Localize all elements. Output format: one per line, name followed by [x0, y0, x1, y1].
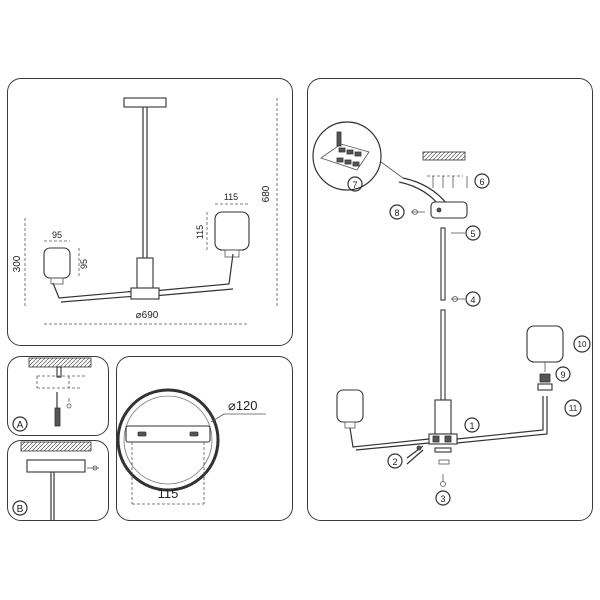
svg-text:8: 8	[394, 208, 399, 218]
svg-text:7: 7	[352, 180, 357, 190]
canopy	[123, 97, 167, 108]
assembly-left-shade	[336, 389, 364, 423]
height-label: 680	[261, 185, 272, 202]
svg-text:5: 5	[470, 229, 475, 239]
hole-spacing-label: 115	[158, 486, 179, 501]
mounting-b-drawing: B	[12, 441, 99, 520]
svg-text:10: 10	[578, 340, 587, 349]
canopy-detail-panel	[116, 356, 293, 521]
assembly-left-arm	[349, 427, 430, 448]
callout-7: 7	[347, 176, 363, 192]
left-arm	[52, 282, 138, 299]
mounting-plate	[125, 425, 211, 443]
diameter-label: ⌀690	[136, 310, 159, 321]
callout-4: 4	[465, 291, 481, 307]
assembly-right-shade	[526, 325, 564, 363]
callout-8: 8	[389, 204, 405, 220]
zoom-detail-circle	[312, 121, 382, 191]
canopy-detail-drawing: 115 ⌀120	[116, 388, 266, 505]
svg-text:4: 4	[470, 295, 475, 305]
svg-text:2: 2	[392, 457, 397, 467]
overview-drawing: 680 300 ⌀690 95 95 115 115	[12, 97, 278, 325]
left-shade	[43, 247, 71, 279]
drop-height-label: 300	[12, 255, 23, 272]
canopy-circle	[116, 388, 220, 492]
svg-text:9: 9	[560, 370, 565, 380]
callout-9: 9	[555, 366, 571, 382]
assembly-body	[434, 399, 452, 435]
assembly-right-arm	[456, 396, 544, 440]
svg-text:1: 1	[469, 421, 474, 431]
assembly-canopy	[430, 201, 468, 219]
svg-text:11: 11	[569, 404, 578, 413]
callout-1: 1	[464, 417, 480, 433]
lower-rod	[440, 309, 446, 401]
label-b: B	[17, 504, 24, 515]
left-lamp-width-label: 95	[52, 230, 62, 240]
label-a: A	[17, 420, 24, 431]
callout-10: 10	[573, 335, 591, 353]
hub	[130, 287, 160, 300]
mounting-a-panel	[7, 356, 109, 436]
screwdriver-icon	[54, 407, 61, 427]
central-body	[136, 257, 154, 291]
callout-3: 3	[435, 490, 451, 506]
mounting-b-panel	[7, 440, 109, 521]
right-lamp-height-label: 115	[195, 225, 205, 239]
callout-11: 11	[564, 399, 582, 417]
right-lamp-width-label: 115	[224, 192, 238, 202]
right-arm	[152, 253, 234, 292]
assembly-drawing: 1 2 3 4 5 6 7 8	[312, 121, 591, 506]
callout-2: 2	[387, 453, 403, 469]
right-shade	[214, 211, 250, 251]
canopy-diameter-label: ⌀120	[228, 398, 258, 413]
svg-text:3: 3	[440, 494, 445, 504]
upper-rod	[440, 227, 446, 301]
left-lamp-height-label: 95	[79, 259, 89, 269]
callout-5: 5	[465, 225, 481, 241]
mounting-a-drawing: A	[12, 357, 92, 432]
callout-6: 6	[474, 173, 490, 189]
svg-text:6: 6	[479, 177, 484, 187]
overview-panel	[7, 78, 293, 346]
assembly-panel	[307, 78, 593, 521]
